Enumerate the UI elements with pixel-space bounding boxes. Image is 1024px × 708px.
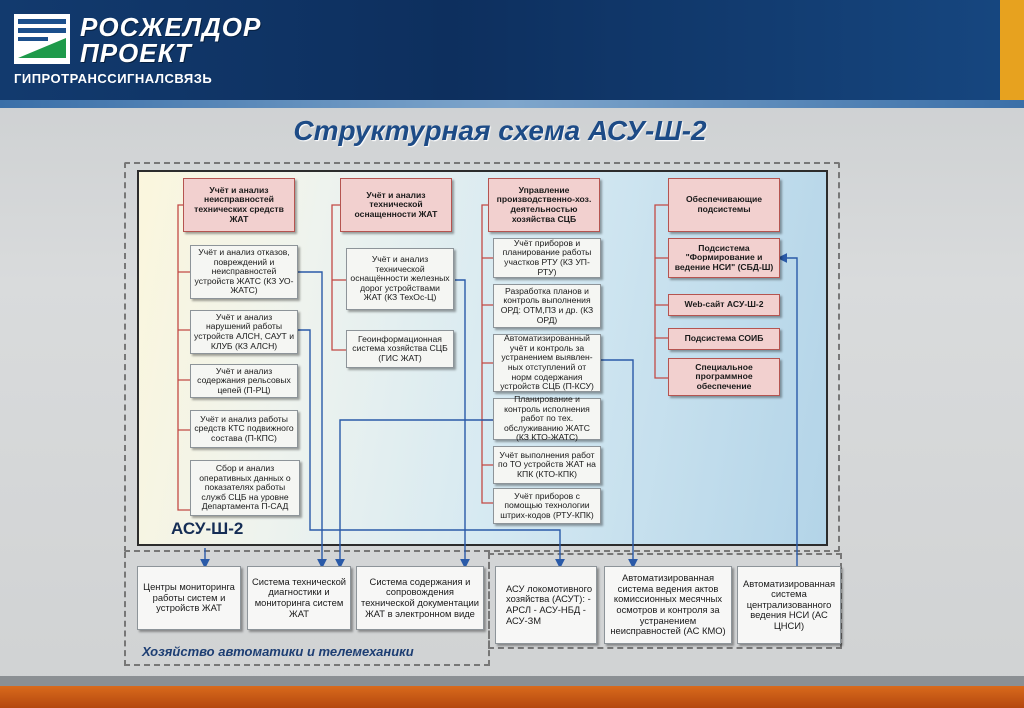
col3-item-4: Планирование и контроль исполнения работ… bbox=[493, 394, 601, 442]
asu-panel-label: АСУ-Ш-2 bbox=[171, 519, 244, 538]
ext-as-cnsi: Автоматизированная система централизован… bbox=[737, 566, 841, 644]
col2-item-1: Учёт и анализ технической оснащённости ж… bbox=[346, 248, 454, 310]
col3-item-2: Разработка планов и контроль выполнения … bbox=[493, 284, 601, 328]
logo-subtitle: ГИПРОТРАНССИГНАЛСВЯЗЬ bbox=[14, 71, 213, 86]
header-accent-stripe bbox=[1000, 0, 1024, 100]
col1-item-5: Сбор и анализ оперативных данных о показ… bbox=[190, 460, 300, 516]
col3-item-1: Учёт приборов и планирование работы учас… bbox=[493, 238, 601, 278]
hoz-label: Хозяйство автоматики и телемеханики bbox=[142, 644, 414, 659]
rzd-logo-icon bbox=[14, 14, 70, 64]
col4-item-3: Подсистема СОИБ bbox=[668, 328, 780, 350]
col4-item-2: Web-сайт АСУ-Ш-2 bbox=[668, 294, 780, 316]
ext-monitoring-centers: Центры мониторинга работы систем и устро… bbox=[137, 566, 241, 630]
col4-item-1: Подсистема "Формирование и ведение НСИ" … bbox=[668, 238, 780, 278]
col3-item-3: Автоматизированный учёт и контроль за ус… bbox=[493, 333, 601, 392]
footer-gray-bar bbox=[0, 676, 1024, 686]
external-systems-frame bbox=[488, 553, 842, 649]
col1-item-1: Учёт и анализ отказов, повреждений и неи… bbox=[190, 245, 298, 299]
ext-asut: АСУ локомотивного хозяйства (АСУТ): - АР… bbox=[495, 566, 597, 644]
ext-tech-diagnostics: Система технической диагностики и монито… bbox=[247, 566, 351, 630]
slide-title: Структурная схема АСУ-Ш-2 bbox=[293, 115, 707, 146]
col4-head: Обеспечивающие подсистемы bbox=[668, 178, 780, 232]
header-divider bbox=[0, 100, 1024, 108]
col1-item-3: Учёт и анализ содержания рельсовых цепей… bbox=[190, 364, 298, 398]
logo-title-line1: РОСЖЕЛДОР bbox=[80, 12, 262, 42]
col1-item-4: Учёт и анализ работы средств КТС подвижн… bbox=[190, 410, 298, 448]
col2-head: Учёт и анализ технической оснащенности Ж… bbox=[340, 178, 452, 232]
footer-orange-bar bbox=[0, 686, 1024, 708]
ext-tech-docs: Система содержания и сопровождения техни… bbox=[356, 566, 484, 630]
header-bar: РОСЖЕЛДОР ПРОЕКТ ГИПРОТРАНССИГНАЛСВЯЗЬ bbox=[0, 0, 1000, 100]
asu-outer-frame bbox=[124, 162, 840, 552]
col3-head: Управление производственно-хоз. деятельн… bbox=[488, 178, 600, 232]
col2-item-2: Геоинформационная система хозяйства СЦБ … bbox=[346, 330, 454, 368]
ext-as-kmo: Автоматизированная система ведения актов… bbox=[604, 566, 732, 644]
col1-item-2: Учёт и анализ нарушений работы устройств… bbox=[190, 310, 298, 354]
col3-item-6: Учёт приборов с помощью технологии штрих… bbox=[493, 488, 601, 524]
logo-title-line2: ПРОЕКТ bbox=[80, 38, 192, 68]
col1-head: Учёт и анализ неисправностей технических… bbox=[183, 178, 295, 232]
col3-item-5: Учёт выполнения работ по ТО устройств ЖА… bbox=[493, 446, 601, 484]
col4-item-4: Специальное программное обеспечение bbox=[668, 358, 780, 396]
